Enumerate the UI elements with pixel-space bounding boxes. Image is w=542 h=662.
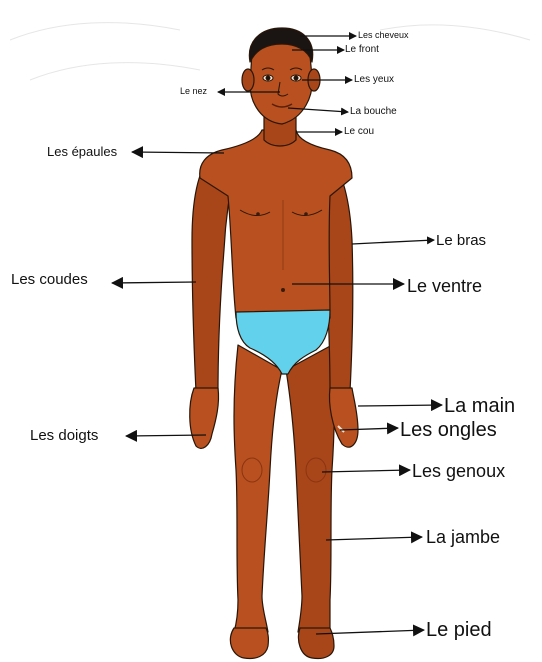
left-ear bbox=[242, 69, 254, 91]
arrow-coudes bbox=[112, 282, 196, 283]
label-bouche: La bouche bbox=[350, 107, 397, 117]
label-cou: Le cou bbox=[344, 127, 374, 137]
label-genoux: Les genoux bbox=[412, 462, 505, 480]
arrow-bras bbox=[352, 240, 434, 244]
left-hand bbox=[190, 388, 219, 448]
figure bbox=[190, 28, 358, 659]
label-ongles: Les ongles bbox=[400, 420, 497, 440]
left-leg bbox=[234, 345, 282, 632]
arrow-genoux bbox=[322, 470, 410, 472]
arrow-jambe bbox=[326, 537, 422, 540]
arrow-main bbox=[358, 405, 442, 406]
label-jambe: La jambe bbox=[426, 528, 500, 546]
label-pied: Le pied bbox=[426, 620, 492, 640]
label-front: Le front bbox=[345, 45, 379, 55]
label-coudes: Les coudes bbox=[11, 272, 88, 287]
left-foot bbox=[230, 628, 268, 659]
arrow-epaules bbox=[132, 152, 224, 153]
label-doigts: Les doigts bbox=[30, 428, 98, 443]
label-cheveux: Les cheveux bbox=[358, 31, 409, 40]
label-nez: Le nez bbox=[180, 87, 207, 96]
label-ventre: Le ventre bbox=[407, 277, 482, 295]
label-main: La main bbox=[444, 396, 515, 416]
right-leg bbox=[286, 345, 334, 632]
label-yeux: Les yeux bbox=[354, 75, 394, 85]
label-bras: Le bras bbox=[436, 233, 486, 248]
right-foot bbox=[299, 628, 335, 659]
label-epaules: Les épaules bbox=[47, 145, 117, 158]
